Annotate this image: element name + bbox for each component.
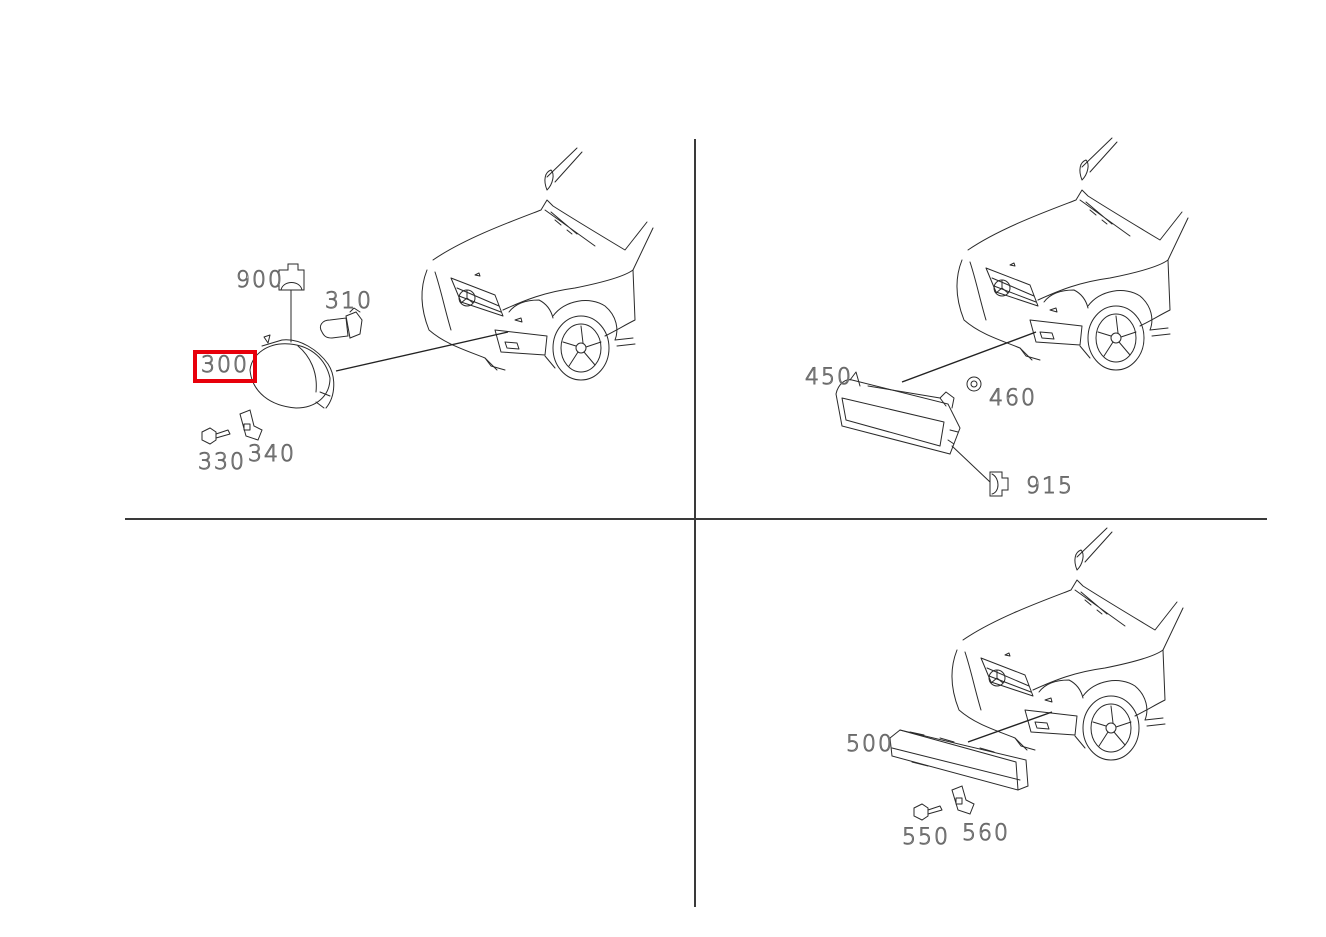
callout-460[interactable]: 460 <box>989 386 1037 411</box>
callout-450[interactable]: 450 <box>805 365 853 390</box>
callout-900[interactable]: 900 <box>236 268 284 293</box>
callout-560[interactable]: 560 <box>962 821 1010 846</box>
vehicle-illustration <box>421 147 654 381</box>
vehicle-illustration <box>951 527 1184 761</box>
callout-310[interactable]: 310 <box>325 289 373 314</box>
callout-300-highlighted[interactable]: 300 <box>193 350 257 383</box>
panel-divider-horizontal <box>125 518 1267 520</box>
panel-divider-vertical <box>694 139 696 907</box>
callout-330[interactable]: 330 <box>198 450 246 475</box>
callout-550[interactable]: 550 <box>902 825 950 850</box>
callout-500[interactable]: 500 <box>846 732 894 757</box>
vehicle-illustration <box>956 137 1189 371</box>
callout-915[interactable]: 915 <box>1026 474 1074 499</box>
callout-340[interactable]: 340 <box>248 442 296 467</box>
